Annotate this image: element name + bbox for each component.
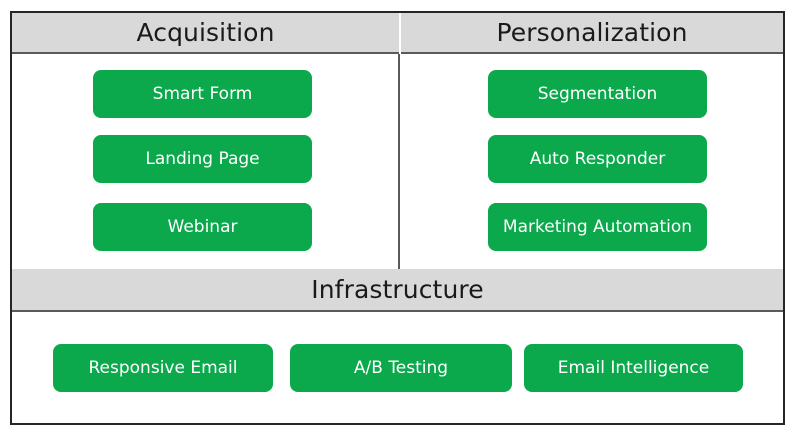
section-title-acquisition: Acquisition: [136, 18, 275, 47]
capability-label-auto-responder: Auto Responder: [529, 148, 666, 169]
capability-segmentation[interactable]: Segmentation: [488, 70, 707, 118]
section-header-infrastructure: Infrastructure: [12, 269, 783, 312]
section-header-personalization: Personalization: [401, 13, 783, 54]
capability-label-email-intelligence: Email Intelligence: [557, 357, 710, 378]
capability-webinar[interactable]: Webinar: [93, 203, 312, 251]
capability-ab-testing[interactable]: A/B Testing: [290, 344, 512, 392]
capability-label-ab-testing: A/B Testing: [353, 357, 449, 378]
capability-email-intelligence[interactable]: Email Intelligence: [524, 344, 743, 392]
capability-landing-page[interactable]: Landing Page: [93, 135, 312, 183]
column-divider: [398, 54, 400, 269]
section-title-personalization: Personalization: [496, 18, 688, 47]
capability-label-webinar: Webinar: [167, 216, 238, 237]
capability-responsive-email[interactable]: Responsive Email: [53, 344, 273, 392]
capability-label-landing-page: Landing Page: [145, 148, 260, 169]
capability-label-segmentation: Segmentation: [537, 83, 658, 104]
capability-label-responsive-email: Responsive Email: [88, 357, 238, 378]
capability-smart-form[interactable]: Smart Form: [93, 70, 312, 118]
capability-auto-responder[interactable]: Auto Responder: [488, 135, 707, 183]
capability-marketing-automation[interactable]: Marketing Automation: [488, 203, 707, 251]
section-header-acquisition: Acquisition: [12, 13, 399, 54]
section-title-infrastructure: Infrastructure: [311, 275, 484, 304]
capability-label-marketing-automation: Marketing Automation: [502, 216, 693, 237]
capability-label-smart-form: Smart Form: [152, 83, 253, 104]
